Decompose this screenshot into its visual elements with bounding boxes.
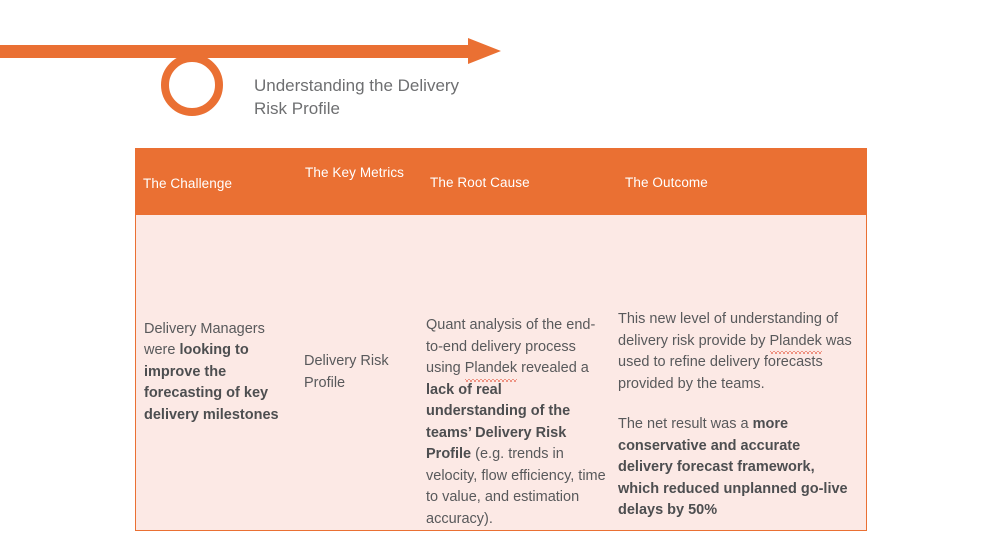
column-header-the-outcome: The Outcome: [625, 175, 708, 190]
cell-the-key-metrics-text: Delivery Risk Profile: [304, 353, 389, 391]
emphasis-text: looking to improve the forecasting of ke…: [144, 342, 279, 423]
cell-the-outcome-paragraph-2: The net result was a more conservative a…: [618, 416, 848, 518]
emphasis-text: more conservative and accurate delivery …: [618, 416, 848, 518]
column-header-the-key-metrics: The Key Metrics: [305, 165, 405, 180]
cell-the-root-cause-text: Quant analysis of the end-to-end deliver…: [426, 317, 606, 527]
circle-milestone-icon: [161, 54, 223, 116]
table-body-row: Delivery Managers were looking to improv…: [135, 215, 867, 531]
spellcheck-underline: Plandek: [769, 331, 823, 354]
timeline-title-line-1: Understanding the Delivery: [254, 76, 460, 95]
spellcheck-underline: Plandek: [464, 358, 518, 381]
timeline-header: Understanding the Delivery Risk Profile: [0, 0, 520, 130]
column-header-the-root-cause: The Root Cause: [430, 175, 530, 190]
emphasis-text: lack of real understanding of the teams’…: [426, 381, 571, 463]
cell-the-challenge-text: Delivery Managers were looking to improv…: [144, 320, 279, 423]
timeline-title: Understanding the Delivery Risk Profile: [254, 74, 504, 120]
table-header-row: The Challenge The Key Metrics The Root C…: [135, 148, 867, 215]
cell-the-outcome: This new level of understanding of deliv…: [618, 215, 864, 530]
timeline-arrow-shaft: [0, 45, 472, 58]
cell-the-outcome-paragraph-1: This new level of understanding of deliv…: [618, 311, 852, 392]
delivery-risk-matrix-table: The Challenge The Key Metrics The Root C…: [135, 148, 867, 531]
cell-the-challenge: Delivery Managers were looking to improv…: [136, 215, 304, 530]
cell-the-root-cause: Quant analysis of the end-to-end deliver…: [426, 215, 618, 530]
cell-the-key-metrics: Delivery Risk Profile: [304, 215, 426, 530]
right-arrow-icon: [468, 38, 501, 64]
timeline-title-line-2: Risk Profile: [254, 99, 340, 118]
column-header-the-challenge: The Challenge: [143, 176, 233, 191]
